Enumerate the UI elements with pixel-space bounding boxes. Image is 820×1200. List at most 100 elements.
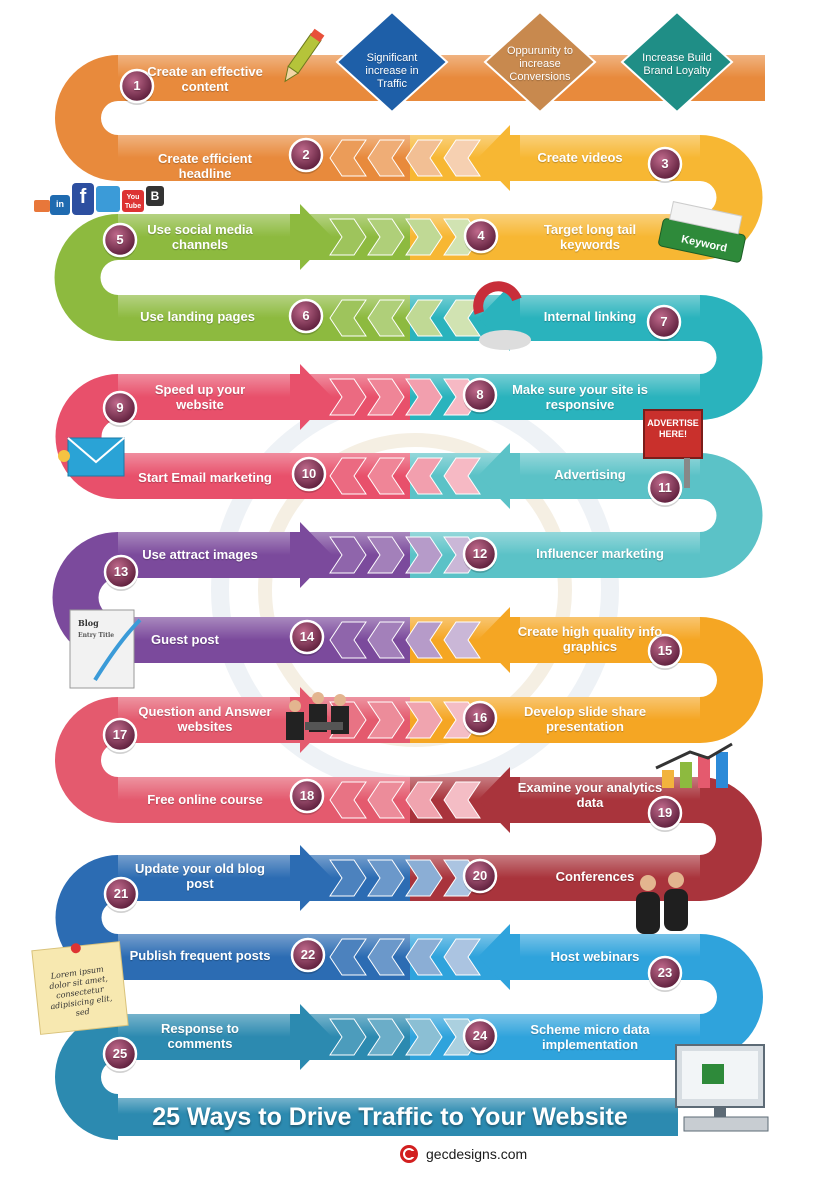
chevron-segment <box>329 378 367 416</box>
step-label: Host webinars <box>550 949 640 964</box>
chevron-segment <box>405 859 443 897</box>
computer-monitor-icon <box>675 1044 769 1132</box>
sticky-note-text: Lorem ipsum dolor sit amet, consectetur … <box>48 964 113 1018</box>
step-label: Internal linking <box>543 309 637 324</box>
chevron-segment <box>443 299 481 337</box>
goal-diamond <box>620 10 734 114</box>
chevron-segment <box>367 859 405 897</box>
number-bubble <box>288 137 324 173</box>
chevron-segment <box>443 457 481 495</box>
chevron-segment <box>405 299 443 337</box>
arrow-head <box>478 443 520 509</box>
number-bubble <box>103 876 139 912</box>
chevron-segment <box>367 139 405 177</box>
chevron-segment <box>405 378 443 416</box>
number-bubble <box>647 146 683 182</box>
number-bubble <box>288 298 324 334</box>
number-bubble <box>647 633 683 669</box>
number-bubble <box>647 795 683 831</box>
number-bubble <box>646 304 682 340</box>
step-number: 20 <box>472 868 488 883</box>
step-label: Use landing pages <box>140 309 255 324</box>
number-bubble <box>462 377 498 413</box>
road-u-turn <box>700 295 763 420</box>
step-label: Use attract images <box>142 547 258 562</box>
road-u-turn <box>700 617 763 743</box>
step-label: Update your old blog post <box>135 861 265 891</box>
road-u-turn <box>55 374 118 499</box>
chevron-segment <box>405 139 443 177</box>
title-bar-shine <box>118 1098 678 1114</box>
number-bubble <box>463 218 499 254</box>
keyword-tag-icon <box>658 201 746 263</box>
pencil-icon <box>284 28 325 83</box>
step-label: Use social media channels <box>147 222 253 252</box>
chevron-segment <box>367 457 405 495</box>
step-number: 16 <box>472 710 488 725</box>
step-label: Develop slide share presentation <box>523 704 647 734</box>
copyright-icon <box>400 1145 418 1163</box>
social-youtube-label: You Tube <box>124 194 142 210</box>
road-band-shine <box>118 777 700 800</box>
step-label: Examine your analytics data <box>517 780 663 810</box>
chevron-segment <box>405 1018 443 1056</box>
step-number: 25 <box>112 1046 128 1061</box>
social-media-icon <box>34 183 164 215</box>
step-number: 7 <box>660 314 668 329</box>
chevron-segment <box>329 621 367 659</box>
step-label: Create videos <box>537 150 623 165</box>
billboard-label: ADVERTISE HERE! <box>647 418 699 439</box>
chevron-segment <box>367 218 405 256</box>
chevron-segment <box>329 218 367 256</box>
chevron-segment <box>443 621 481 659</box>
step-number: 13 <box>113 564 129 579</box>
arrow-head <box>478 767 520 833</box>
road-band-shine <box>118 934 700 957</box>
arrow-head <box>478 924 520 990</box>
step-label: Scheme micro data implementation <box>530 1022 650 1052</box>
chevron-segment <box>405 218 443 256</box>
number-bubble <box>462 700 498 736</box>
step-number: 17 <box>112 727 128 742</box>
chevron-segment <box>329 139 367 177</box>
step-label: Create efficient headline <box>158 151 252 181</box>
chevron-segment <box>329 781 367 819</box>
infographic-title: 25 Ways to Drive Traffic to Your Website <box>152 1103 628 1131</box>
chevron-segment <box>367 378 405 416</box>
number-bubble <box>647 955 683 991</box>
road-u-turn <box>55 1014 118 1140</box>
blog-icon-subtitle: Entry Title <box>78 632 115 639</box>
step-number: 2 <box>302 147 310 162</box>
step-label: Create an effective content <box>147 64 263 94</box>
social-blogger-label: B <box>150 189 160 203</box>
number-bubble <box>102 1036 138 1072</box>
meeting-icon <box>286 692 349 740</box>
chevron-segment <box>443 139 481 177</box>
chevron-segment <box>405 781 443 819</box>
blog-icon-label: Blog <box>78 618 99 628</box>
step-label: Start Email marketing <box>138 470 272 485</box>
step-number: 18 <box>299 788 315 803</box>
number-bubble <box>462 858 498 894</box>
number-bubble <box>462 536 498 572</box>
analytics-chart-icon <box>655 742 733 788</box>
chevron-segment <box>329 1018 367 1056</box>
step-number: 23 <box>657 965 673 980</box>
goal-diamond <box>483 10 597 114</box>
conference-people-icon <box>636 872 688 934</box>
road-band-shine <box>118 532 700 555</box>
arrow-head <box>290 1004 332 1070</box>
chevron-segment <box>329 536 367 574</box>
arrow-head <box>290 522 332 588</box>
step-number: 8 <box>476 387 484 402</box>
arrow-head <box>290 204 332 270</box>
billboard-icon <box>643 409 703 488</box>
step-label: Guest post <box>151 632 219 647</box>
goal-diamond <box>335 10 449 114</box>
number-bubble <box>102 390 138 426</box>
road-band-shine <box>118 453 700 476</box>
number-bubble <box>290 937 326 973</box>
step-number: 14 <box>299 629 315 644</box>
road-band-shine <box>118 617 700 640</box>
